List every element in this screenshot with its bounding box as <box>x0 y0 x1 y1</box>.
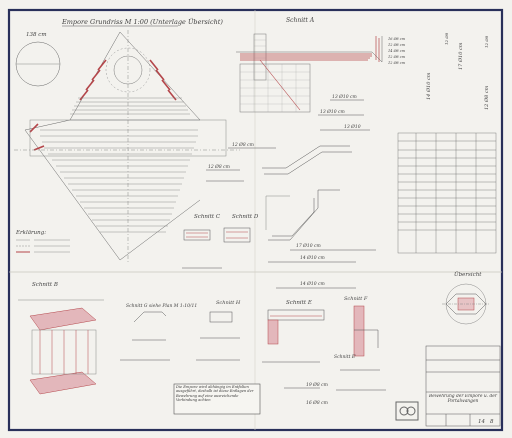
section-b-drawing <box>18 299 104 395</box>
svg-text:12 Ø8: 12 Ø8 <box>484 35 489 48</box>
section-c-drawing <box>182 229 222 269</box>
svg-text:14 Ø8 cm: 14 Ø8 cm <box>388 48 406 53</box>
svg-text:12 Ø8 cm: 12 Ø8 cm <box>388 60 406 65</box>
dim-label-1: 13 Ø10 cm <box>332 93 357 100</box>
dim-label-7: 14 Ø10 cm <box>300 254 325 261</box>
slope-section-drawings <box>262 145 376 289</box>
section-g-title: Schnitt G siehe Plan M 1:10/11 <box>126 303 197 309</box>
plan-title: Empore Grundriss M 1:00 (Unterlage Übers… <box>61 17 223 26</box>
section-d-title: Schnitt D <box>232 214 259 220</box>
section-a-labels: 16 Ø8 cm 12 Ø8 cm 14 Ø8 cm 12 Ø8 cm 12 Ø… <box>388 36 406 65</box>
overview-title: Übersicht <box>454 271 482 278</box>
section-h-title: Schnitt H <box>216 300 241 306</box>
office-stamp-logo <box>395 401 419 421</box>
notes-title: Erklärung: <box>15 230 46 236</box>
title-block-project: Bewehrung der Empore u. der Portalwangen <box>429 394 497 405</box>
title-block-number: 14 <box>478 419 485 425</box>
svg-text:12 Ø8 cm: 12 Ø8 cm <box>388 42 406 47</box>
section-a-drawing <box>236 33 383 113</box>
svg-text:17 Ø10 cm: 17 Ø10 cm <box>457 42 464 70</box>
note-box <box>173 383 261 415</box>
radius-label: 138 cm <box>26 32 47 38</box>
section-e-title: Schnitt E <box>286 300 312 306</box>
note-box-text: Die Empore wird abhängig im Entfalten au… <box>176 385 254 403</box>
svg-text:14 Ø10 cm: 14 Ø10 cm <box>425 72 432 100</box>
dim-label-4: 12 Ø8 cm <box>232 141 254 148</box>
section-f-drawing <box>336 305 386 391</box>
section-c-title: Schnitt C <box>194 214 221 220</box>
section-b-title: Schnitt B <box>32 282 58 288</box>
section-e-drawing <box>262 309 325 389</box>
dim-label-2: 13 Ø10 cm <box>320 108 345 115</box>
svg-text:16 Ø8 cm: 16 Ø8 cm <box>388 36 406 41</box>
dim-label-3: 13 Ø10 <box>344 123 361 130</box>
dim-label-6: 17 Ø10 cm <box>296 242 321 249</box>
overview-drawing <box>442 283 490 325</box>
mid-dimension-labels <box>206 99 370 182</box>
dim-label-8: 14 Ø10 cm <box>300 280 325 287</box>
plan-drawing <box>14 30 240 262</box>
bar-schedule-table <box>397 132 497 254</box>
sheet-border <box>7 8 504 432</box>
dim-label-9: 19 Ø8 cm <box>306 381 328 388</box>
dim-label-10: 16 Ø8 cm <box>306 399 328 406</box>
section-f-title: Schnitt F <box>344 296 368 302</box>
section-a-title: Schnitt A <box>286 17 315 24</box>
svg-text:12 Ø8 cm: 12 Ø8 cm <box>483 85 490 110</box>
title-block <box>425 345 501 427</box>
section-h-drawing <box>196 311 240 361</box>
section-g-drawing <box>120 311 170 361</box>
vertical-dimension-texts: 14 Ø10 cm 17 Ø10 cm 12 Ø8 cm 12 Ø8 12 Ø8 <box>425 32 490 110</box>
section-d-drawing <box>223 227 251 243</box>
legend-lines <box>16 239 70 253</box>
title-block-sheet: 8 <box>490 419 494 425</box>
svg-text:12 Ø8: 12 Ø8 <box>444 32 449 45</box>
section-e-prime-title: Schnitt E' <box>334 354 356 360</box>
svg-text:12 Ø8 cm: 12 Ø8 cm <box>388 54 406 59</box>
dim-label-5: 12 Ø8 cm <box>208 163 230 170</box>
